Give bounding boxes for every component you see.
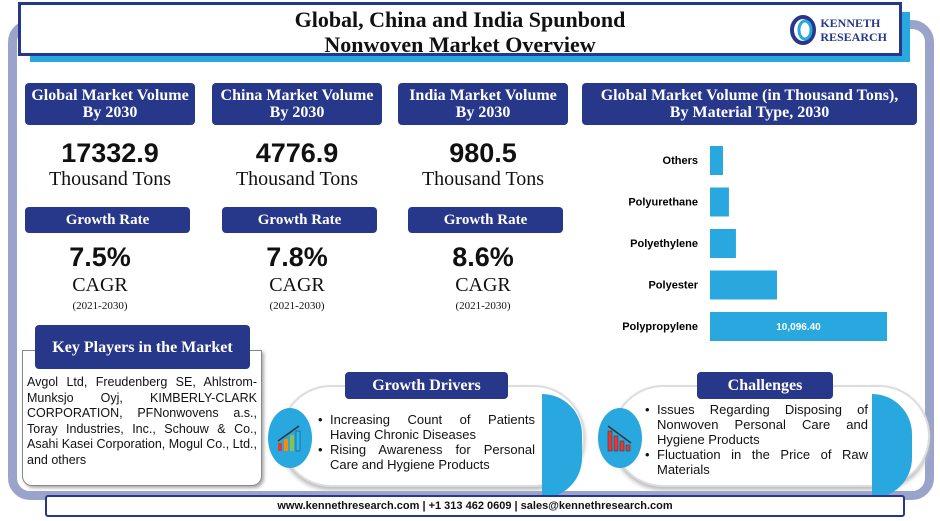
growth-drivers-list: Increasing Count of Patients Having Chro…	[318, 412, 535, 472]
logo-text-2: RESEARCH	[820, 30, 887, 44]
india-value: 980.5	[449, 138, 517, 168]
china-card-title: China Market Volume By 2030	[212, 83, 382, 125]
china-growth: 7.8%	[266, 242, 328, 272]
bar-polyester	[710, 270, 777, 300]
india-card-title: India Market Volume By 2030	[398, 83, 568, 125]
key-players-title: Key Players in the Market	[35, 325, 250, 369]
global-card-title: Global Market Volume By 2030	[25, 83, 195, 125]
title-line-2: Nonwoven Market Overview	[324, 32, 596, 57]
global-growth-label: Growth Rate	[25, 207, 190, 233]
list-item: Rising Awareness for Personal Care and H…	[318, 442, 535, 472]
list-item: Fluctuation in the Price of Raw Material…	[645, 447, 868, 477]
category-label: Polyester	[648, 280, 698, 292]
logo-text-1: KENNETH	[820, 16, 881, 30]
category-label: Polyethylene	[630, 238, 698, 250]
falling-chart-icon	[598, 408, 642, 468]
key-players-box: Avgol Ltd, Freudenberg SE, Ahlstrom-Munk…	[22, 350, 262, 486]
global-value: 17332.9	[61, 138, 159, 168]
global-cagr: CAGR	[72, 274, 128, 296]
list-item: Issues Regarding Disposing of Nonwoven P…	[645, 402, 868, 447]
challenges-title: Challenges	[697, 372, 833, 399]
bar-others	[710, 146, 723, 175]
category-label: Polypropylene	[622, 321, 698, 333]
china-growth-label: Growth Rate	[222, 207, 377, 233]
india-cagr: CAGR	[455, 274, 511, 296]
china-unit: Thousand Tons	[235, 168, 359, 190]
bar-polyethylene	[710, 229, 736, 258]
key-players-text: Avgol Ltd, Freudenberg SE, Ahlstrom-Munk…	[27, 375, 257, 467]
india-growth: 8.6%	[452, 242, 514, 272]
challenges-list: Issues Regarding Disposing of Nonwoven P…	[645, 402, 868, 477]
data-label: 10,096.40	[776, 322, 821, 333]
india-growth-label: Growth Rate	[408, 207, 563, 233]
global-period: (2021-2030)	[72, 300, 128, 312]
bar-polyurethane	[710, 187, 729, 217]
growth-drivers-title: Growth Drivers	[345, 372, 508, 399]
footer-contact: www.kennethresearch.com | +1 313 462 060…	[45, 495, 905, 517]
category-label: Others	[663, 155, 698, 167]
global-unit: Thousand Tons	[48, 168, 172, 190]
bar-polypropylene	[710, 312, 887, 341]
logo-swirl-icon	[790, 15, 817, 45]
list-item: Increasing Count of Patients Having Chro…	[318, 412, 535, 442]
china-cagr: CAGR	[269, 274, 325, 296]
material-bar-chart: OthersPolyurethanePolyethylenePolyesterP…	[622, 146, 887, 341]
india-unit: Thousand Tons	[421, 168, 545, 190]
chart-title: Global Market Volume (in Thousand Tons),…	[582, 83, 917, 125]
india-period: (2021-2030)	[455, 300, 511, 312]
global-growth: 7.5%	[69, 242, 131, 272]
rising-chart-icon	[268, 408, 312, 468]
category-label: Polyurethane	[628, 197, 698, 209]
page-title: Global, China and India Spunbond Nonwove…	[18, 2, 902, 57]
china-period: (2021-2030)	[269, 300, 325, 312]
title-line-1: Global, China and India Spunbond	[294, 7, 626, 32]
china-value: 4776.9	[255, 138, 339, 168]
